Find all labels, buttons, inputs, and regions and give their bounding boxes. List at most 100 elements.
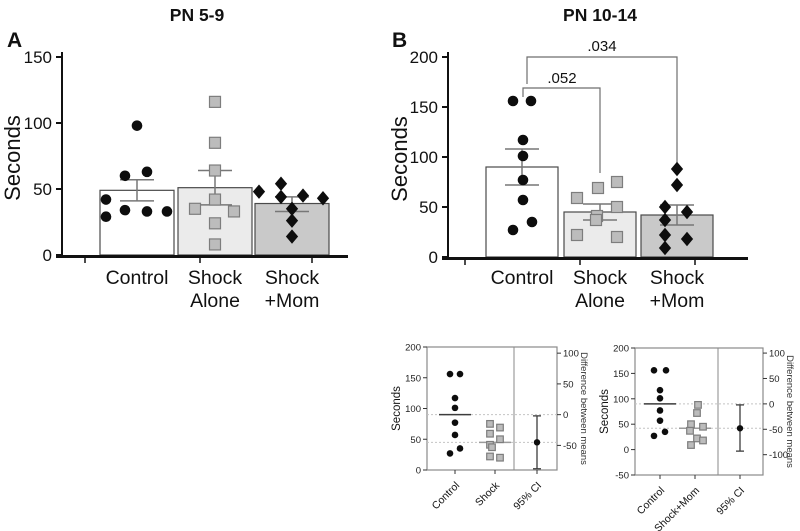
data-point (119, 204, 131, 216)
data-point (656, 417, 664, 424)
data-point (699, 436, 707, 445)
data-point (496, 435, 504, 444)
y-tick-label: 150 (24, 48, 52, 67)
x-category-label: Alone (575, 290, 625, 312)
y-tick-label: 100 (24, 114, 52, 133)
data-point (670, 161, 684, 177)
data-point (650, 367, 658, 374)
data-point (496, 453, 504, 462)
y-tick-label: 50 (419, 198, 438, 217)
data-point (100, 194, 112, 205)
left-tick-label: -50 (615, 471, 629, 482)
left-tick-label: 0 (624, 445, 629, 456)
y-axis-label-right: Difference between means (578, 352, 589, 465)
left-tick-label: 200 (613, 344, 629, 355)
chart-title: PN 5-9 (170, 5, 225, 25)
data-point (686, 426, 694, 435)
data-point (670, 177, 684, 193)
data-point (316, 191, 330, 206)
data-point (658, 212, 672, 228)
left-tick-label: 50 (410, 435, 421, 446)
y-tick-label: 0 (43, 246, 52, 265)
data-point (658, 199, 672, 215)
data-point (446, 370, 454, 378)
data-point (141, 166, 153, 178)
left-tick-label: 100 (613, 394, 629, 405)
y-tick-label: 150 (410, 98, 438, 117)
data-point (517, 174, 529, 186)
x-category-label: Shock (265, 267, 319, 289)
data-point (208, 217, 222, 230)
ci-mean-point (736, 425, 744, 432)
right-tick-label: 0 (563, 410, 568, 421)
data-point (451, 404, 459, 412)
x-category-label: Control (106, 267, 169, 289)
panel-a-label: A (7, 29, 23, 52)
x-category-label: Shock (573, 267, 627, 289)
data-point (285, 229, 299, 244)
x-category-label: Shock (473, 479, 503, 509)
data-point (496, 423, 504, 432)
data-point (131, 120, 143, 131)
y-tick-label: 200 (410, 48, 438, 67)
data-point (591, 181, 605, 195)
data-point (100, 211, 112, 223)
ci-mean-point (533, 439, 541, 446)
y-tick-label: 50 (33, 180, 52, 199)
left-tick-label: 0 (416, 466, 421, 477)
data-point (451, 419, 459, 426)
data-point (507, 95, 519, 107)
data-point (274, 189, 288, 205)
data-point (486, 452, 494, 461)
data-point (119, 170, 131, 182)
data-point (656, 394, 664, 402)
data-point (285, 201, 299, 216)
data-point (296, 188, 310, 203)
x-category-label: Alone (190, 290, 240, 312)
data-point (161, 206, 173, 217)
x-category-label: Control (430, 480, 462, 512)
data-point (451, 431, 459, 439)
data-point (517, 194, 529, 206)
data-point (570, 191, 584, 205)
x-category-label: 95% CI (511, 480, 544, 513)
data-point (656, 386, 664, 394)
data-point (141, 206, 153, 217)
data-point (446, 450, 454, 457)
right-tick-label: 50 (563, 379, 574, 390)
data-point (525, 95, 537, 107)
significance-bracket (522, 87, 601, 173)
data-point (488, 443, 496, 452)
data-point (589, 213, 603, 227)
data-point (517, 150, 529, 162)
data-point (661, 428, 669, 436)
bar-chart-pn10-14: PN 10-14Seconds050100150200.052.034Contr… (387, 5, 748, 312)
right-tick-label: 100 (563, 349, 579, 360)
left-tick-label: 200 (405, 343, 421, 354)
left-tick-label: 100 (405, 404, 421, 415)
x-category-label: Control (635, 485, 667, 517)
left-tick-label: 150 (405, 373, 421, 384)
data-point (208, 95, 222, 108)
data-point (285, 213, 299, 228)
right-tick-label: 0 (769, 399, 774, 410)
data-point (227, 205, 241, 218)
data-point (662, 367, 670, 374)
data-point (687, 420, 695, 429)
plot-frame (634, 347, 764, 476)
right-tick-label: -50 (769, 425, 783, 436)
data-point (570, 228, 584, 242)
y-axis-label-left: Seconds (391, 386, 403, 431)
data-point (451, 394, 459, 402)
data-point (507, 224, 519, 236)
left-tick-label: 150 (613, 369, 629, 380)
y-axis-label-right: Difference between means (784, 355, 795, 468)
data-point (208, 164, 222, 177)
data-point (650, 432, 658, 440)
significance-bracket (526, 56, 678, 167)
data-point (658, 227, 672, 243)
